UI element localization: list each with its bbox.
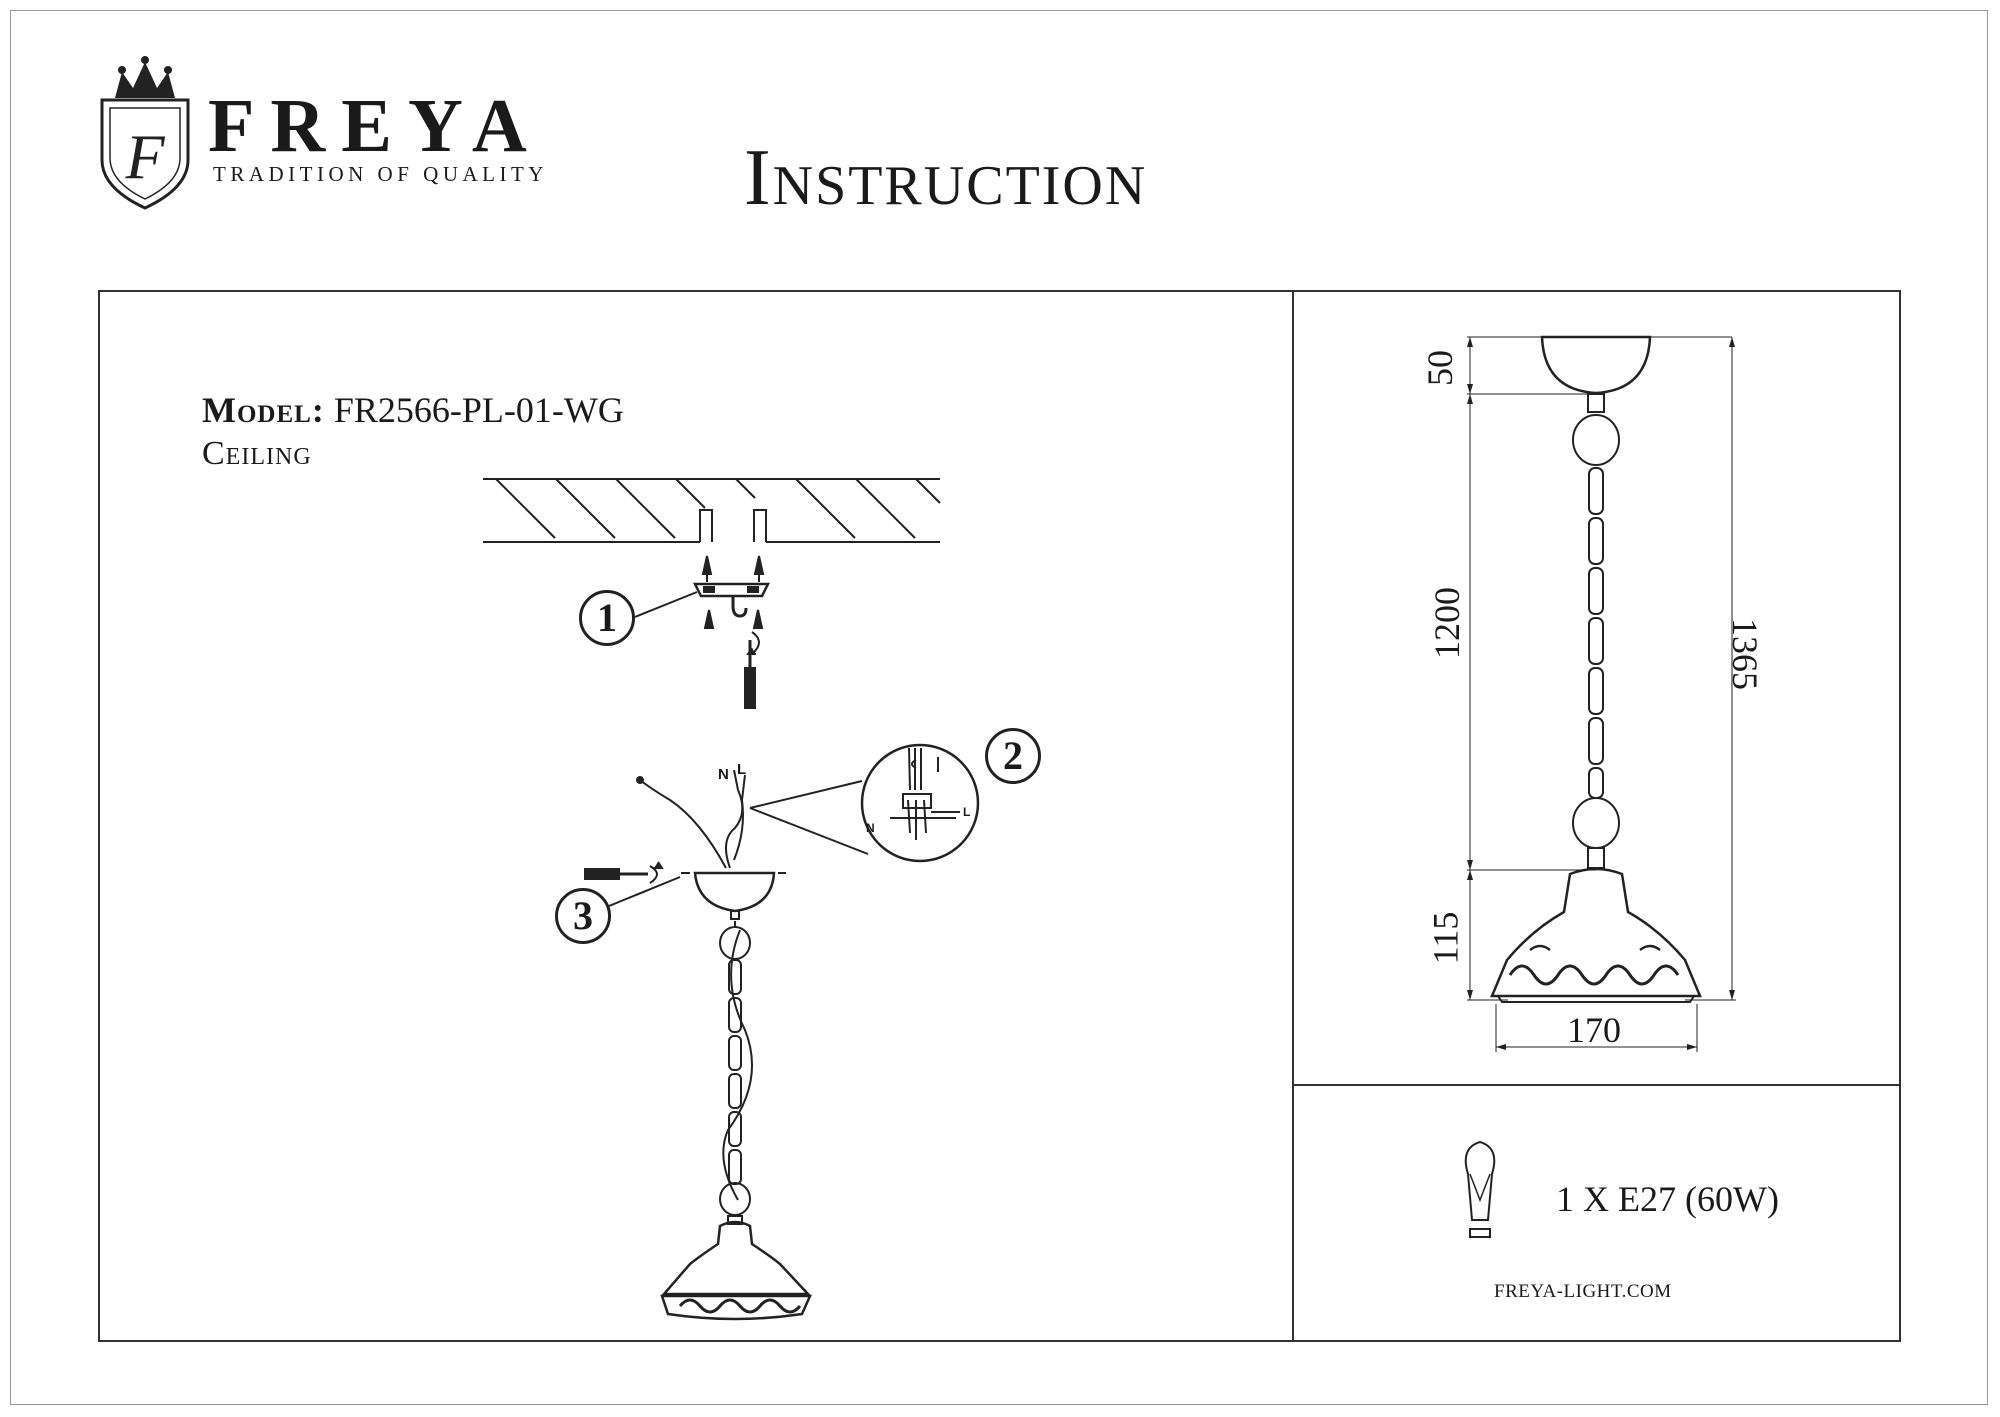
- cord: [722, 929, 754, 1201]
- dim-total-height: 1365: [1725, 618, 1765, 690]
- wire-label-live: L: [737, 761, 747, 778]
- screwdriver-icon: [584, 861, 664, 884]
- canopy-icon: [681, 871, 786, 920]
- wire-ground: [639, 779, 727, 869]
- mount-type: Ceiling: [202, 435, 312, 472]
- ceiling-slab: [483, 478, 941, 543]
- dim-shade-width: 170: [1567, 1010, 1621, 1050]
- light-bulb-icon: [1464, 1140, 1496, 1238]
- step-1-callout: 1: [579, 590, 635, 646]
- wiring-detail-icon: [749, 743, 980, 863]
- wire-label-neutral: N: [718, 766, 729, 783]
- dim-shade-height: 115: [1425, 911, 1466, 965]
- shade-icon: [660, 1215, 812, 1321]
- chain-icon: [1572, 393, 1620, 869]
- model-label: Model:: [202, 390, 325, 430]
- brand-name: FREYA: [208, 84, 543, 168]
- wire-neutral: [733, 774, 746, 861]
- bulb-spec: 1 X E27 (60W): [1556, 1179, 1779, 1219]
- brand-tagline: TRADITION OF QUALITY: [213, 162, 548, 186]
- dim-canopy-height: 50: [1420, 350, 1460, 386]
- step-2-callout: 2: [985, 728, 1041, 784]
- model-code: FR2566-PL-01-WG: [333, 390, 624, 430]
- screwdriver-icon: [744, 631, 760, 709]
- website-link[interactable]: FREYA-LIGHT.COM: [1494, 1281, 1672, 1302]
- detail-label-live: L: [963, 805, 971, 819]
- page-border: [10, 10, 1988, 1405]
- shade-icon: [1490, 867, 1702, 1003]
- page-title: Instruction: [744, 134, 1148, 222]
- canopy-icon: [1540, 335, 1652, 395]
- horizontal-divider: [1292, 1084, 1901, 1086]
- vertical-divider: [1292, 290, 1294, 1342]
- callout-1-leader: [634, 591, 698, 618]
- crest-letter: F: [124, 121, 165, 192]
- mounting-bracket-icon: [692, 555, 771, 629]
- wire-live: [725, 769, 744, 869]
- callout-3-leader: [608, 876, 681, 907]
- model-line: Model: FR2566-PL-01-WG: [202, 392, 624, 428]
- step-3-callout: 3: [555, 888, 611, 944]
- detail-label-neutral: N: [866, 821, 875, 835]
- content-frame: [98, 290, 1901, 1342]
- dim-chain-length: 1200: [1427, 587, 1467, 659]
